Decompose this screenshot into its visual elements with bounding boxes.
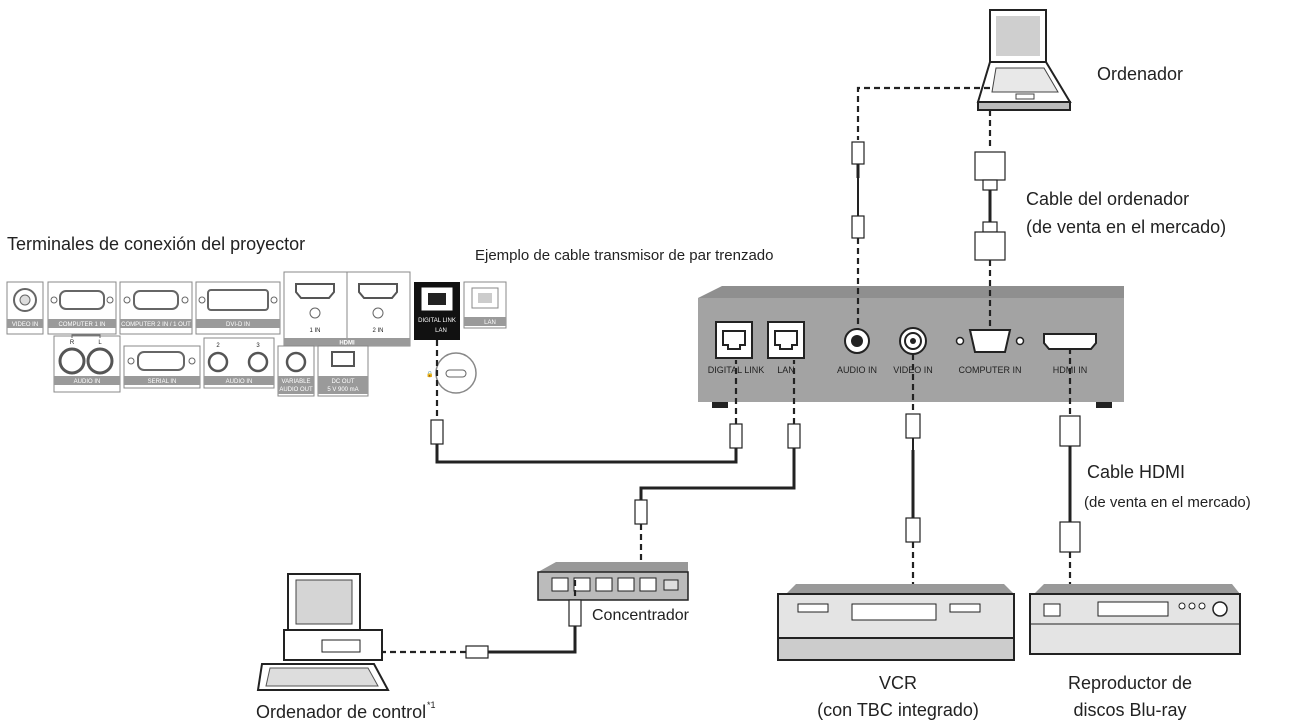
- hdmi-cable-label-2: (de venta en el mercado): [1084, 494, 1251, 511]
- video-in-terminal: VIDEO IN: [6, 281, 44, 335]
- hdmi-terminals: 1 IN 2 IN HDMI: [283, 271, 411, 347]
- transmitter-audio-in-port: [844, 328, 870, 354]
- dvid-in-terminal: DVI-D IN: [195, 281, 281, 335]
- serial-in-terminal: SERIAL IN: [123, 345, 201, 389]
- vcr-video-cable: [905, 354, 921, 584]
- computer1-in-label: COMPUTER 1 IN: [58, 322, 105, 328]
- control-computer: [256, 573, 390, 691]
- serial-in-label: SERIAL IN: [148, 379, 177, 385]
- twisted-pair-transmitter: DIGITAL LINK LAN AUDIO IN VIDEO IN COMPU…: [698, 286, 1124, 408]
- twisted-pair-example-label: Ejemplo de cable transmisor de par trenz…: [475, 247, 774, 264]
- audio-in-23-label: AUDIO IN: [226, 379, 253, 385]
- transmitter-lan-label: LAN: [777, 365, 795, 375]
- audio-r-label: R: [70, 340, 75, 346]
- dc-out-label-2: 5 V 900 mA: [327, 387, 358, 393]
- digital-link-terminal: DIGITAL LINK LAN: [414, 282, 460, 340]
- audio-l-label: L: [98, 340, 102, 346]
- hdmi-cable: [1059, 348, 1081, 584]
- transmitter-hdmi-in-port: [1043, 333, 1097, 350]
- computer2-terminal: COMPUTER 2 IN / 1 OUT: [119, 281, 193, 335]
- lan-label: LAN: [484, 320, 496, 326]
- hdmi-1-in-label: 1 IN: [309, 328, 320, 334]
- dc-out-label-1: DC OUT: [332, 379, 355, 385]
- network-hub: [537, 562, 689, 601]
- lock-icon: 🔒: [426, 370, 433, 378]
- computer-cable: [974, 110, 1006, 330]
- bluray-label-1: Reproductor de: [1068, 673, 1192, 693]
- audio-2-label: 2: [216, 343, 220, 349]
- computer1-in-terminal: COMPUTER 1 IN: [47, 281, 117, 335]
- lan-cable-to-hub: [634, 360, 801, 570]
- hub-label: Concentrador: [592, 607, 690, 624]
- computer-cable-label-1: Cable del ordenador: [1026, 189, 1189, 209]
- audio-in-23-terminal: 2 3 AUDIO IN: [203, 337, 275, 389]
- control-computer-footnote: *1: [427, 700, 436, 710]
- computer-cable-label-2: (de venta en el mercado): [1026, 217, 1226, 237]
- vcr-label-1: VCR: [879, 673, 917, 693]
- variable-audio-out-label-2: AUDIO OUT: [279, 387, 313, 393]
- audio-in-1-label: AUDIO IN: [74, 379, 101, 385]
- transmitter-computer-in-label: COMPUTER IN: [959, 365, 1022, 375]
- dvid-in-label: DVI-D IN: [226, 322, 250, 328]
- hdmi-logo: HDMI: [339, 341, 355, 347]
- digital-link-label: DIGITAL LINK: [418, 318, 456, 324]
- digital-link-cable: [430, 340, 743, 464]
- vcr-label-2: (con TBC integrado): [817, 700, 979, 720]
- lan-terminal: LAN: [463, 281, 507, 329]
- dc-out-terminal: DC OUT 5 V 900 mA: [317, 345, 369, 397]
- audio-3-label: 3: [256, 343, 260, 349]
- laptop-audio-cable: [851, 86, 990, 330]
- security-slot: 🔒: [426, 352, 477, 394]
- audio-in-rl-terminal: R L AUDIO IN: [53, 334, 121, 393]
- projector-terminal-panel: VIDEO IN COMPUTER 1 IN COMPUTER 2 IN / 1…: [6, 271, 507, 397]
- transmitter-digital-link-port: [715, 321, 753, 359]
- computer-label: Ordenador: [1097, 64, 1183, 84]
- computer2-label: COMPUTER 2 IN / 1 OUT: [121, 322, 191, 328]
- hdmi-2-in-label: 2 IN: [372, 328, 383, 334]
- digital-link-lan-label: LAN: [435, 328, 447, 334]
- variable-audio-out-label-1: VARIABLE: [282, 379, 311, 385]
- hdmi-cable-label-1: Cable HDMI: [1087, 462, 1185, 482]
- bluray-player: [1029, 584, 1241, 655]
- hub-to-control-computer-cable: [372, 580, 582, 659]
- control-computer-label: Ordenador de control: [256, 702, 426, 722]
- vcr-device: [777, 584, 1015, 661]
- transmitter-audio-in-label: AUDIO IN: [837, 365, 877, 375]
- bluray-label-2: discos Blu-ray: [1073, 700, 1186, 720]
- transmitter-computer-in-port: [955, 329, 1025, 353]
- variable-audio-out-terminal: VARIABLE AUDIO OUT: [277, 345, 315, 397]
- transmitter-video-in-port: [899, 327, 927, 355]
- laptop-computer: [976, 9, 1072, 111]
- transmitter-lan-port: [767, 321, 805, 359]
- projector-terminals-title: Terminales de conexión del proyector: [7, 234, 305, 254]
- video-in-label: VIDEO IN: [12, 322, 38, 328]
